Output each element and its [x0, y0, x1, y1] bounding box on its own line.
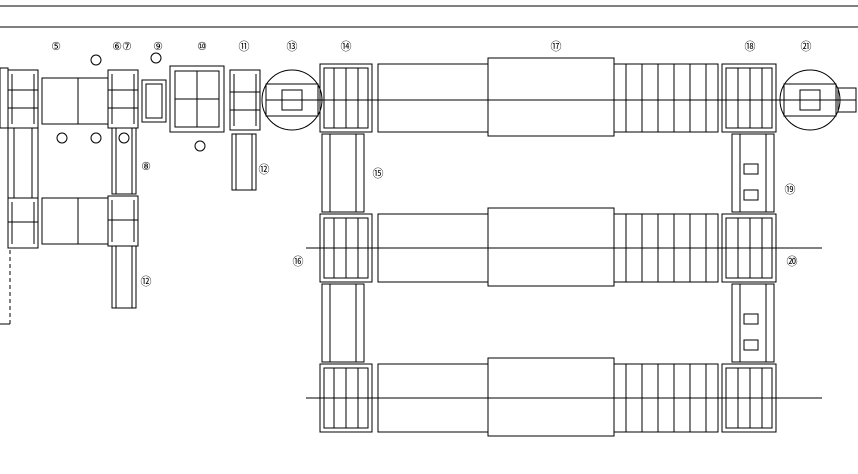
conveyor-8 [111, 127, 137, 195]
callout-12-lower: ⑫ [141, 275, 152, 288]
transfer-unit-11 [229, 69, 261, 131]
callouts: ⑤ ⑥⑦ ⑨ ⑩ ⑪ ⑬ ⑭ ⑰ ⑱ ㉑ ⑧ ⑫ ⑫ ⑮ ⑯ ⑲ ⑳ [51, 40, 811, 288]
callout-9: ⑨ [153, 41, 163, 53]
main-line-1 [318, 57, 856, 137]
station-10 [169, 65, 225, 133]
callout-18: ⑱ [745, 40, 756, 53]
callout-6-7: ⑥⑦ [112, 41, 132, 53]
callout-10: ⑩ [197, 41, 207, 53]
callout-21: ㉑ [801, 40, 812, 53]
callout-20: ⑳ [787, 255, 798, 268]
turntable-21 [779, 69, 857, 131]
conveyor-section-5 [41, 77, 79, 125]
left-vertical-conveyors [321, 133, 365, 363]
callout-12-upper: ⑫ [259, 163, 270, 176]
callout-15: ⑮ [373, 167, 384, 180]
turntable-13 [261, 69, 323, 131]
callout-17: ⑰ [551, 40, 562, 53]
main-line-2 [306, 207, 822, 287]
right-vertical-conveyors [731, 133, 775, 363]
callout-8: ⑧ [141, 161, 151, 173]
lift-unit [7, 197, 39, 249]
callout-16: ⑯ [293, 255, 304, 268]
buffer-9 [141, 79, 167, 123]
callout-13: ⑬ [287, 40, 298, 53]
main-line-3 [306, 357, 822, 437]
left-equipment-group [0, 52, 261, 325]
callout-14: ⑭ [341, 40, 352, 53]
callout-19: ⑲ [785, 183, 796, 196]
conveyor-12-upper [231, 133, 257, 191]
callout-5: ⑤ [51, 41, 61, 53]
callout-11: ⑪ [239, 40, 250, 53]
conveyor-12-lower [111, 245, 137, 309]
